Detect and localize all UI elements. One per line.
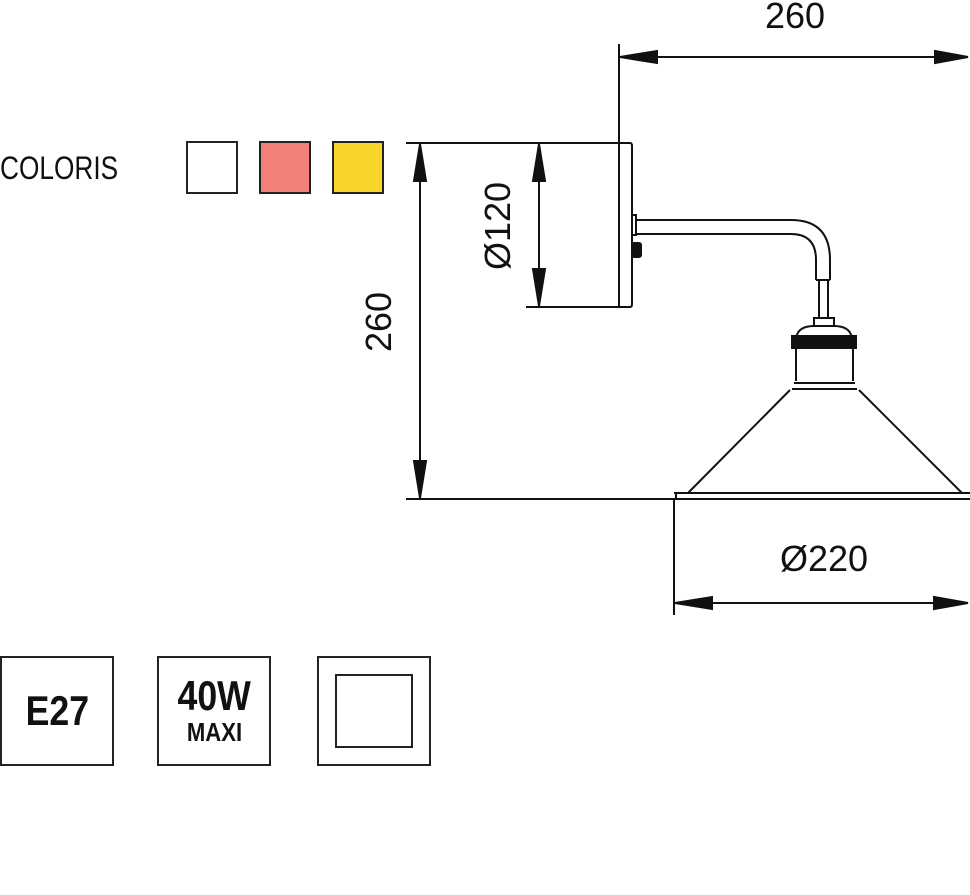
class-ii-double-square-icon (317, 656, 431, 766)
dimension-shade-diameter (673, 499, 969, 615)
swatch-yellow[interactable] (332, 141, 384, 194)
arrowhead-right (933, 595, 969, 611)
socket-type-badge: E27 (0, 656, 114, 766)
max-power-text: 40W (177, 672, 251, 719)
lamp-arm (636, 219, 831, 318)
arrowhead-down (412, 460, 428, 499)
dimension-width-top (618, 44, 969, 142)
wall-base-plate (618, 142, 642, 308)
arrowhead-down (531, 268, 547, 307)
dimension-base-diameter (526, 143, 620, 308)
arrowhead-left (619, 49, 658, 65)
lamp-shade (674, 389, 970, 500)
socket-type-text: E27 (25, 687, 89, 734)
max-power-note: MAXI (186, 717, 242, 747)
socket-holder (791, 317, 857, 390)
arrowhead-right (934, 49, 969, 65)
coloris-label: COLORIS (0, 150, 119, 186)
arrowhead-up (531, 143, 547, 182)
swatch-white[interactable] (186, 141, 238, 194)
swatch-pink[interactable] (259, 141, 311, 194)
dimension-label-width: 260 (765, 0, 825, 36)
max-power-badge: 40W MAXI (157, 656, 271, 766)
dimension-label-height: 260 (358, 292, 399, 352)
dimension-label-shade-diameter: Ø220 (780, 538, 868, 579)
dimension-height-left (406, 142, 676, 500)
dimension-label-base-diameter: Ø120 (477, 182, 518, 270)
arrowhead-up (412, 143, 428, 182)
arrowhead-left (674, 595, 713, 611)
class-ii-inner-square (335, 674, 413, 748)
